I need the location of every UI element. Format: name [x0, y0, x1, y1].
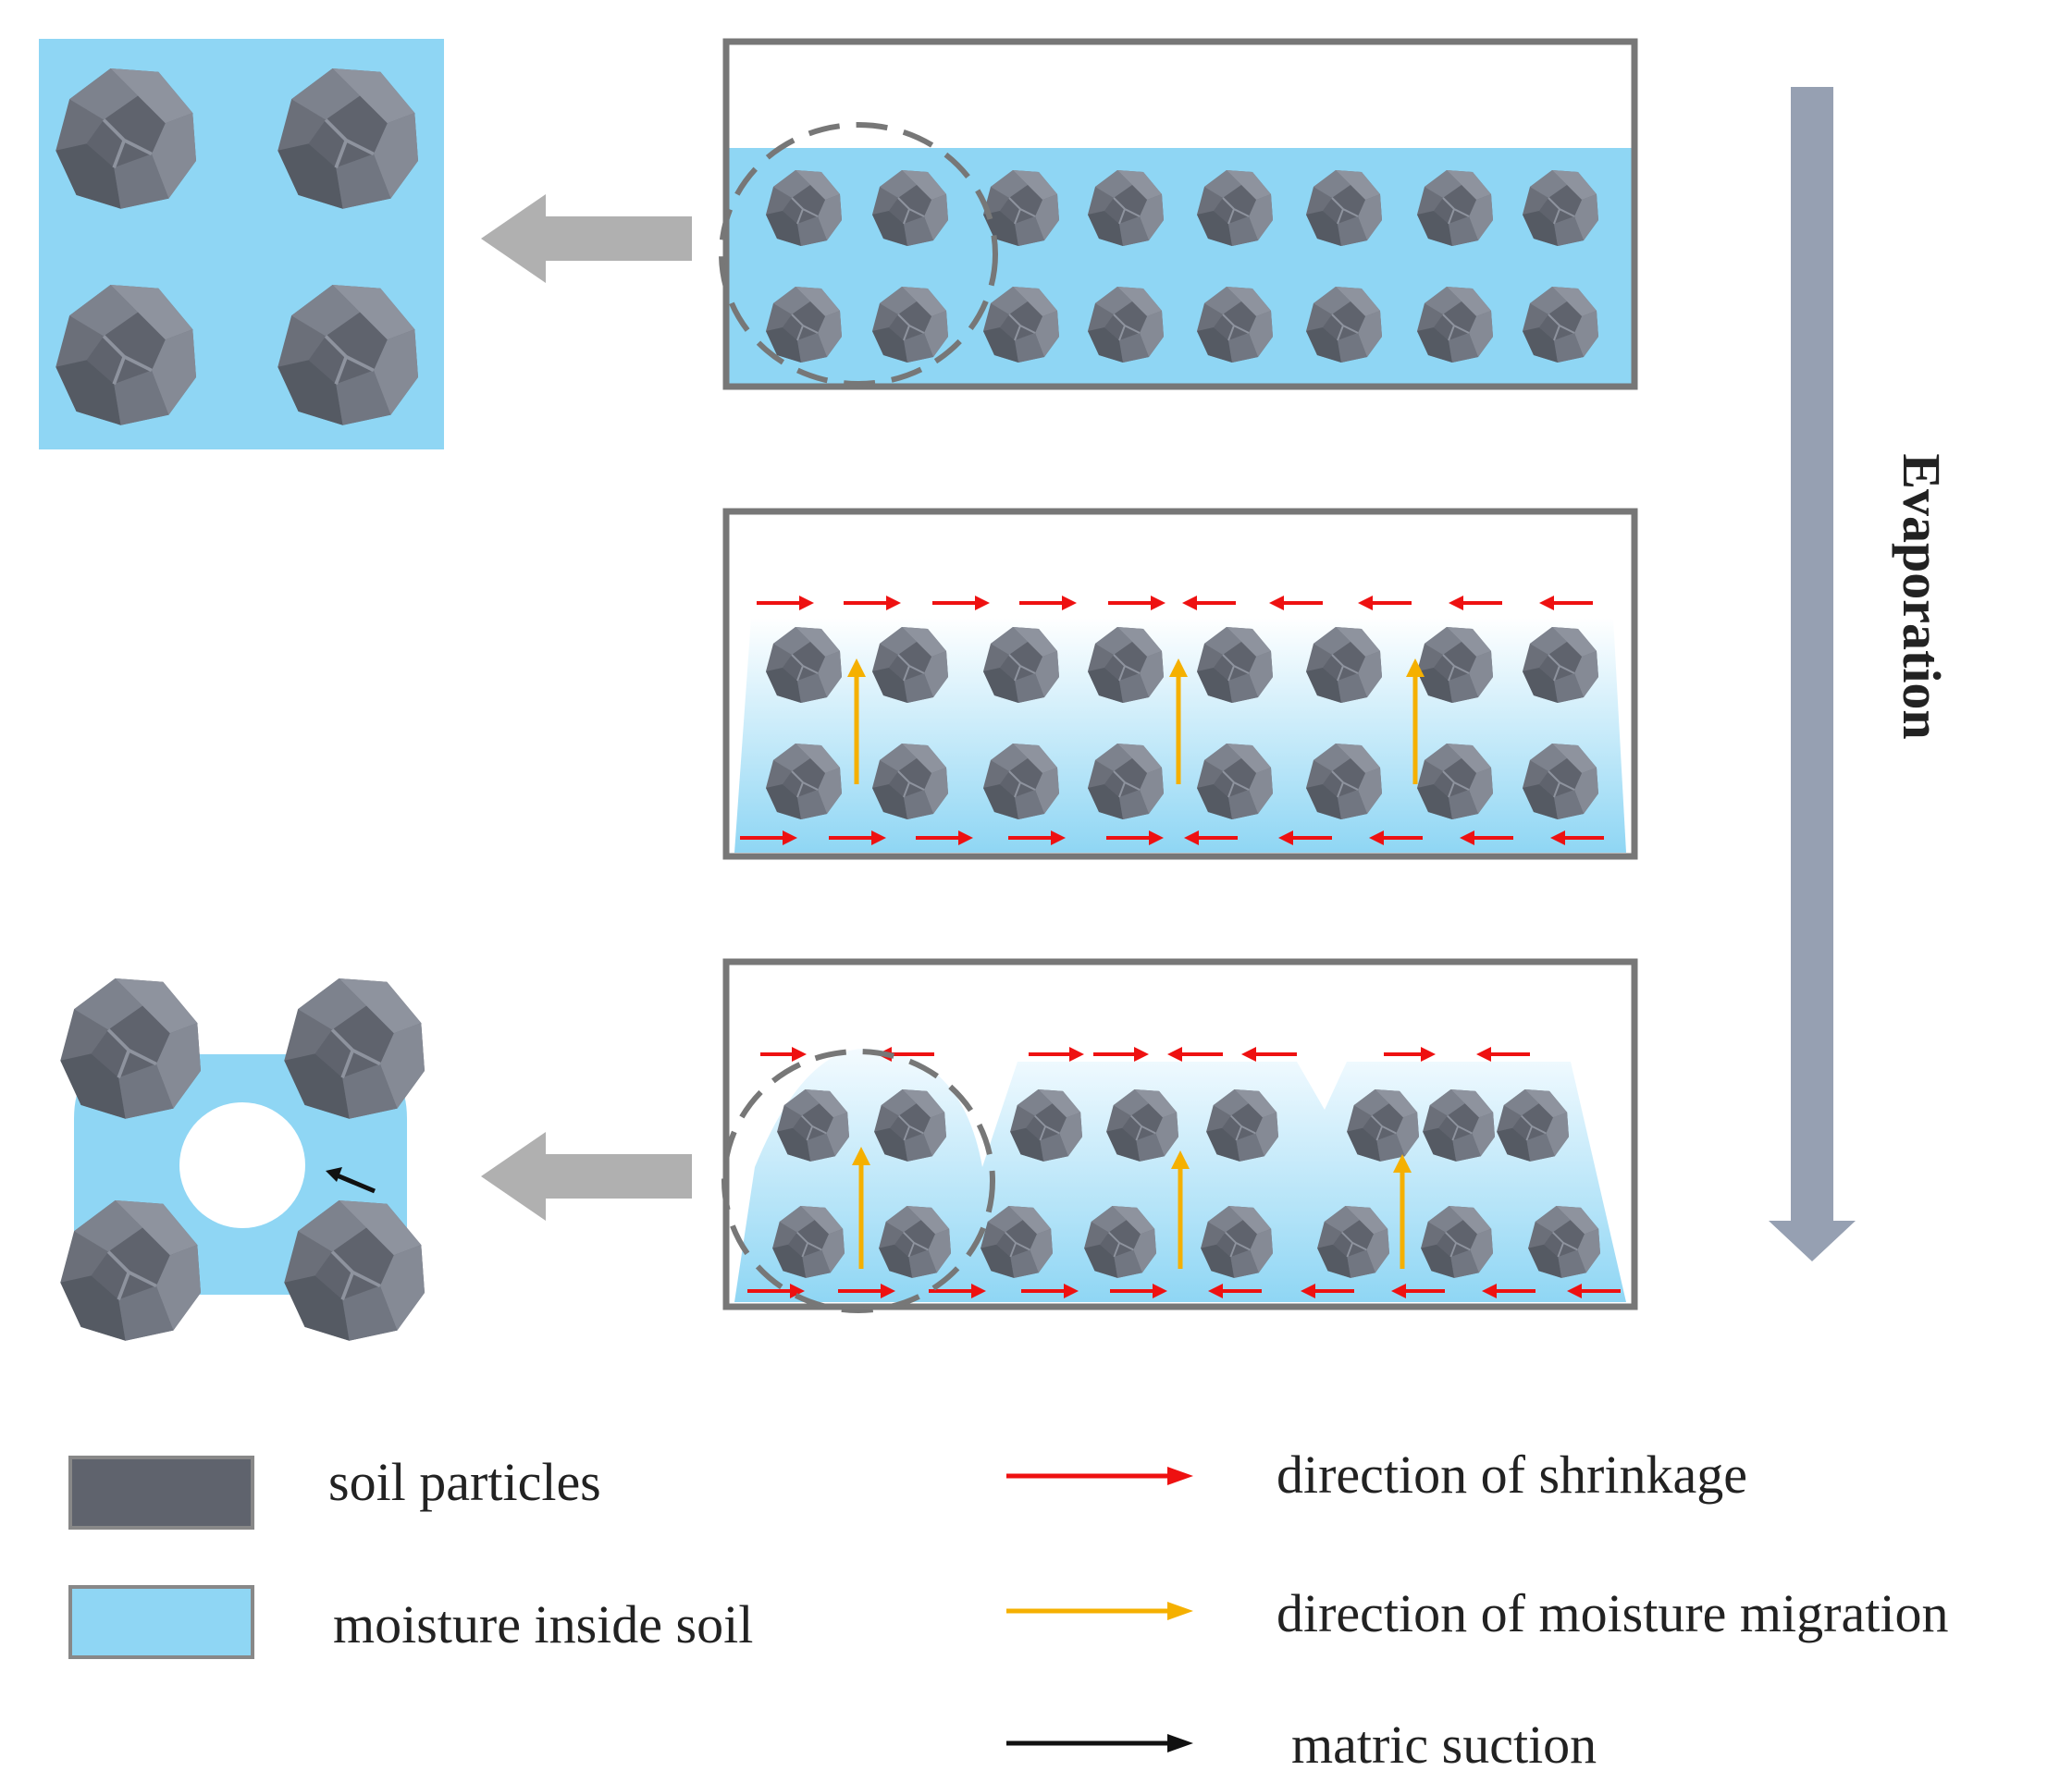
black-arrow-head [1167, 1734, 1193, 1752]
soil-particle-swatch [68, 1456, 254, 1530]
red-arrow-icon [757, 596, 814, 610]
red-arrow-icon [1567, 1284, 1621, 1298]
red-arrow-icon [1482, 1284, 1536, 1298]
legend-soil-particles-label: soil particles [328, 1452, 601, 1512]
red-arrow-icon [1093, 1047, 1149, 1062]
red-arrow-icon [1241, 1047, 1297, 1062]
red-arrow-icon [838, 1284, 895, 1298]
red-arrow-icon [1182, 596, 1236, 610]
evaporation-label: Evaporation [1892, 453, 1952, 739]
red-arrow-icon [1369, 830, 1423, 845]
stage-3-frame [722, 958, 1638, 1310]
stage-2-arrows [740, 596, 1604, 845]
red-arrow-icon [929, 1284, 986, 1298]
red-arrow-icon [747, 1284, 805, 1298]
evaporation-arrow-shaft [1791, 87, 1833, 1234]
red-arrow-icon [740, 830, 797, 845]
red-arrow-icon [844, 596, 901, 610]
yellow-arrow-head [1167, 1602, 1193, 1620]
meniscus-zoom-view [58, 977, 426, 1343]
yellow-arrow-icon [1393, 1154, 1412, 1269]
yellow-arrow-icon [852, 1147, 870, 1269]
red-arrow-icon [1208, 1284, 1262, 1298]
transfer-arrow-icon [481, 194, 692, 283]
air-void [179, 1102, 305, 1228]
stage-3-arrows [747, 1047, 1621, 1298]
soil-particle-icon [282, 977, 426, 1121]
legend-migration-label: direction of moisture migration [1276, 1583, 1948, 1643]
red-arrow-icon [1269, 596, 1323, 610]
red-arrow-icon [916, 830, 973, 845]
stage-3-cracking-box [722, 958, 1638, 1313]
red-arrow-icon [1391, 1284, 1445, 1298]
red-arrow-icon [1539, 596, 1593, 610]
yellow-arrow-icon [1171, 1150, 1190, 1269]
transfer-arrow-icon [481, 1132, 692, 1221]
black-arrow-icon [326, 1167, 342, 1182]
red-arrow-icon [1476, 1047, 1530, 1062]
evaporation-arrow: Evaporation [1769, 87, 1952, 1261]
saturated-zoom-view [39, 39, 444, 449]
red-arrow-icon [1460, 830, 1513, 845]
red-arrow-icon [1019, 596, 1077, 610]
red-arrow-icon [1167, 1047, 1223, 1062]
stage-2-frame [722, 508, 1638, 860]
red-arrow-icon [1301, 1284, 1354, 1298]
red-arrow-icon [1108, 596, 1166, 610]
red-arrow-icon [1110, 1284, 1167, 1298]
legend-shrinkage-label: direction of shrinkage [1276, 1445, 1747, 1505]
red-arrow-icon [1008, 830, 1066, 845]
red-arrow-icon [1449, 596, 1502, 610]
red-arrow-icon [1358, 596, 1412, 610]
yellow-arrow-icon [847, 658, 866, 784]
red-arrow-icon [1184, 830, 1238, 845]
stage-1-saturated-box [719, 38, 1638, 390]
red-arrow-icon [932, 596, 990, 610]
red-arrow-icon [1384, 1047, 1436, 1062]
legend: soil particles moisture inside soil dire… [68, 1445, 1948, 1775]
red-arrow-icon [1106, 830, 1164, 845]
red-arrow-head [1167, 1467, 1193, 1485]
yellow-arrow-icon [1406, 658, 1424, 784]
red-arrow-icon [1029, 1047, 1084, 1062]
stage-2-shrinkage-box [722, 508, 1638, 860]
red-arrow-icon [760, 1047, 807, 1062]
moisture-swatch [68, 1585, 254, 1659]
red-arrow-icon [1278, 830, 1332, 845]
red-arrow-icon [1021, 1284, 1079, 1298]
stage-1-zoom-circle [719, 122, 998, 387]
yellow-arrow-icon [1169, 658, 1188, 784]
red-arrow-icon [829, 830, 886, 845]
red-arrow-icon [1550, 830, 1604, 845]
legend-moisture-label: moisture inside soil [333, 1594, 753, 1654]
evaporation-arrow-head [1769, 1221, 1856, 1261]
soil-particle-icon [58, 977, 203, 1121]
stage-3-zoom-circle [722, 1049, 995, 1313]
transfer-arrows [481, 194, 692, 1221]
legend-suction-label: matric suction [1291, 1715, 1597, 1775]
matric-suction-arrow [334, 1172, 376, 1194]
stage-1-water [727, 148, 1634, 385]
